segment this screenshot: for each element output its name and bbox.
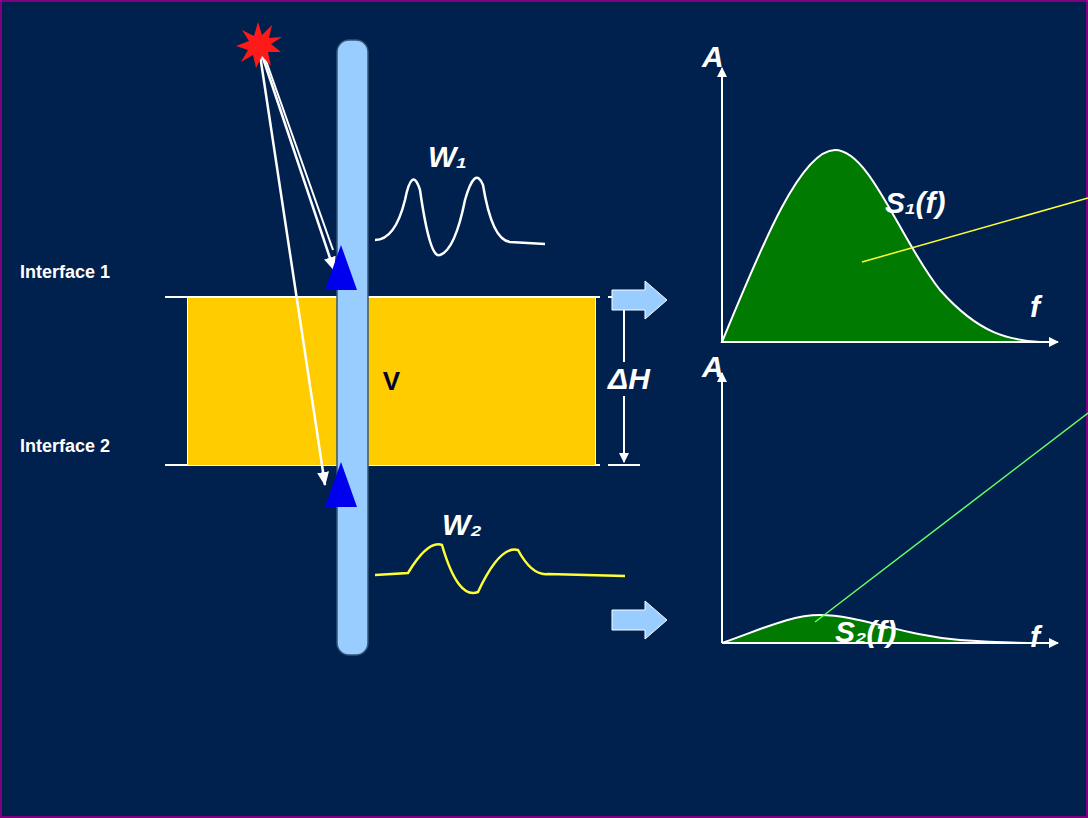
axis	[721, 68, 723, 342]
receiver	[325, 462, 357, 507]
axis-label: f	[1030, 620, 1040, 654]
ray	[262, 55, 334, 270]
wavelet	[375, 178, 545, 256]
dimension-tick	[608, 464, 640, 466]
layer-label: V	[383, 366, 400, 397]
dimension-arrow	[623, 385, 625, 462]
spectrum-label: S₂(f)	[835, 615, 896, 649]
ray	[264, 55, 333, 250]
block-arrow	[612, 281, 667, 319]
dimension-label: ΔH	[606, 362, 652, 396]
receiver	[325, 245, 357, 290]
axis	[721, 373, 723, 643]
axis	[722, 341, 1058, 343]
interface-label: Interface 1	[20, 262, 110, 283]
spectrum-curve	[722, 150, 1040, 342]
leader-line	[815, 413, 1088, 622]
block-arrow	[612, 601, 667, 639]
axis-label: A	[702, 40, 724, 74]
rock-layer: V	[187, 297, 596, 466]
wavelet-label: W₂	[442, 508, 482, 542]
wavelet-label: W₁	[428, 140, 467, 174]
axis-label: f	[1030, 290, 1040, 324]
source-star	[236, 22, 282, 68]
wavelet	[375, 544, 625, 593]
interface-label: Interface 2	[20, 436, 110, 457]
axis-label: A	[702, 350, 724, 384]
spectrum-label: S₁(f)	[885, 186, 946, 220]
